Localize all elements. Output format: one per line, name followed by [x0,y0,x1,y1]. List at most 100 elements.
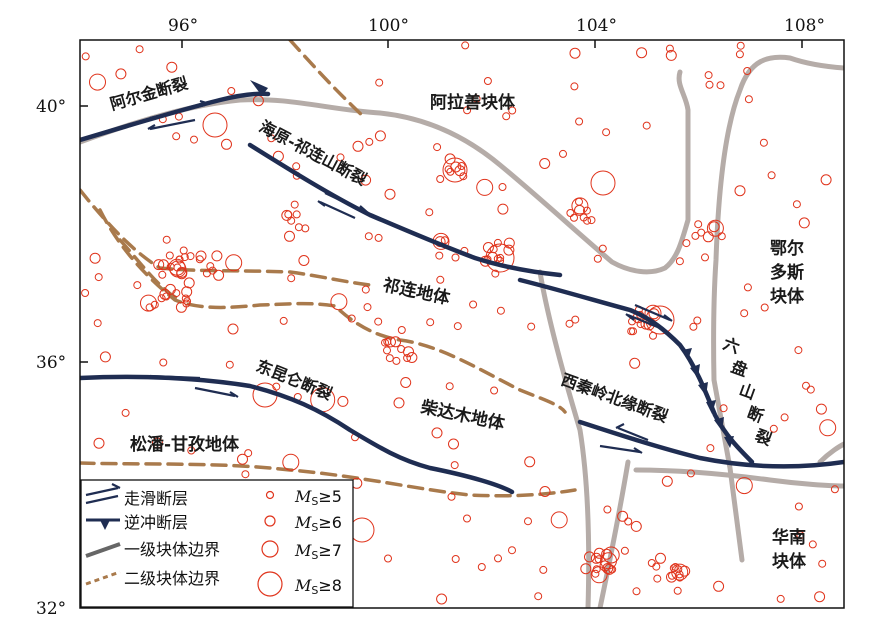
epicenter-circle [661,475,673,487]
epicenter-circle [237,453,248,465]
epicenter-circle [448,438,459,450]
epicenter-circle [384,554,392,563]
graticule-ticks [80,40,803,363]
legend-ms8-circle [257,571,283,597]
epicenter-circle [159,358,168,367]
epicenter-circle [360,174,372,186]
epicenter-circle [183,277,195,289]
epicenter-circle [776,594,785,603]
secondary-boundary-qilian-2 [98,208,567,414]
label-liupanshan-char: 裂 [752,426,774,450]
epicenter-circle [559,149,567,158]
epicenter-circle [603,563,615,575]
epicenter-circle [571,197,589,215]
epicenter-circle [665,44,674,53]
legend-ms6-circle [264,515,276,527]
strike-slip-arrows [147,99,673,454]
epicenter-circle [735,477,753,495]
epicenter-circle [287,274,296,283]
epicenter-circle [476,178,494,196]
epicenter-circle [483,77,492,85]
epicenter-circle [115,68,127,80]
epicenter-circle [180,253,189,262]
epicenter-circle [740,309,749,318]
epicenter-circle [734,185,746,197]
epicenter-circle [477,563,486,571]
epicenter-circle [172,132,181,141]
epicenter-circle [426,318,435,327]
thrust-teeth [250,80,734,448]
epicenter-circle [145,303,154,312]
epicenter-circle [406,352,418,363]
epicenter-circle [463,514,471,523]
epicenter-circle [330,293,348,311]
legend-secondary-boundary: 二级块体边界 [124,569,220,588]
epicenter-circle [743,67,752,75]
epicenter-circle [279,316,288,325]
epicenter-circle [290,200,299,209]
epicenter-circle [337,395,349,407]
epicenter-circle [347,314,356,323]
epicenter-circle [671,563,680,571]
epicenter-circle [89,73,106,91]
lat-label-36: 36° [36,353,66,373]
epicenter-circle [165,251,174,260]
epicenter-circle [444,165,453,174]
epicenter-circle [593,254,602,263]
epicenter-circle [158,259,169,271]
epicenter-circle [93,319,102,328]
epicenter-circle [629,357,641,369]
arrow-liupan-1 [634,303,673,322]
legend-strike-slip: 走滑断层 [124,489,188,508]
epicenter-circle [158,270,167,279]
epicenter-circle [436,175,445,183]
epicenter-circle [601,548,613,560]
thrust-tooth [698,382,708,396]
label-liupanshan-char: 六 [721,334,743,357]
epicenter-circle [436,593,448,605]
primary-boundary-ordos [711,54,844,563]
epicenter-circle [213,269,225,281]
epicenter-circle [648,308,660,320]
epicenter-circle [173,263,182,272]
epicenter-circle [352,140,364,152]
epicenter-circle [694,220,703,229]
epicenter-circle [759,138,768,147]
secondary-boundary-qilian-3 [118,238,182,302]
epicenter-circle [587,216,596,225]
epicenter-circle [642,121,651,130]
epicenter-circle [527,322,536,331]
epicenter-circle [669,564,678,573]
epicenter-circle [574,204,585,216]
epicenter-circle [802,381,810,390]
label-liupanshan-char: 盘 [729,357,751,380]
epicenter-circle [435,251,444,260]
epicenter-circle [550,511,568,529]
epicenter-circle [490,386,499,395]
epicenter-circle [454,165,466,177]
epicenter-circle [451,555,460,563]
legend-thrust: 逆冲断层 [124,513,188,532]
legend-primary-boundary: 一级块体边界 [124,540,220,559]
epicenter-circle [508,106,517,115]
legend-ms7: MS≥7 [294,541,342,562]
epicenter-circle [202,112,228,138]
epicenter-circle [385,354,394,363]
epicenter-circle [403,354,412,362]
epicenter-circle [798,217,810,229]
label-ordos-2: 多斯 [770,262,804,283]
arrow-haiyuan-2 [317,200,356,220]
epicenter-circle [445,382,454,391]
epicenter-circle [502,112,511,121]
epicenter-circle [166,61,178,73]
legend-ms8: MS≥8 [294,576,342,597]
lon-label-108: 108° [784,16,825,36]
epicenter-circle [719,404,728,413]
legend-secondary-boundary-symbol [85,570,121,586]
epicenter-circle [636,47,648,59]
epicenter-circle [571,315,580,324]
epicenter-circle [450,461,459,470]
epicenter-circle [569,47,581,59]
label-liupanshan-char: 山 [737,380,759,403]
